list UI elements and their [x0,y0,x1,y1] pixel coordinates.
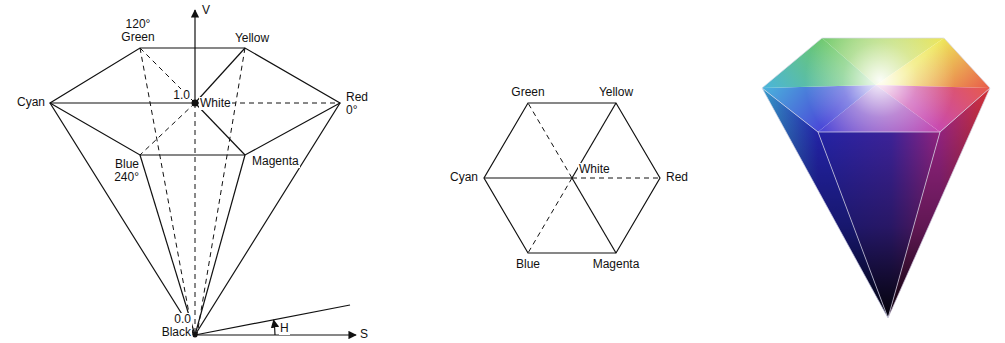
hexcone-drawing [50,10,356,335]
hexagon-label: Cyan [449,171,479,184]
vertex-label: White [199,97,232,110]
vertex-label: Red 0° [345,91,369,117]
black-point [193,333,198,338]
axis-label: V [201,4,211,17]
axis-label: H [279,322,290,335]
vertex-label: Magenta [251,155,300,168]
white-point [192,100,199,107]
value-label: 1.0 [172,89,191,102]
axis-label: S [359,328,369,341]
colored-hexcone [762,38,990,318]
hexagon-label: Yellow [598,86,634,99]
hexagon-label: Blue [515,258,541,271]
hexagon-label: Magenta [592,258,641,271]
vertex-label: Yellow [234,32,270,45]
vertex-label: 0.0 Black [161,313,192,339]
vertex-label: 120° Green [120,18,155,44]
hexagon-label: White [578,163,611,176]
vertex-label: Cyan [16,96,46,109]
hexagon-label: Red [665,171,689,184]
hexagon-label: Green [510,86,545,99]
hexagon-top-view [484,103,660,253]
vertex-label: Blue 240° [113,158,140,184]
